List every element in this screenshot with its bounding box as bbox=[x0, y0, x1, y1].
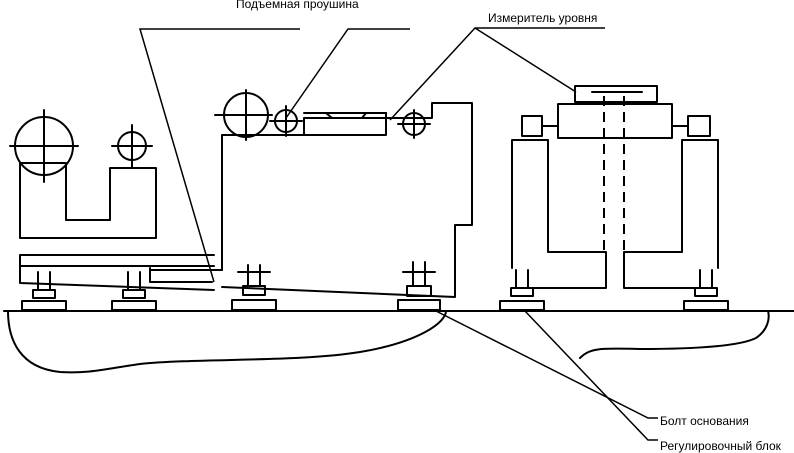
left-motor-big-wheel bbox=[9, 109, 79, 183]
central-lug-wheel bbox=[269, 105, 303, 137]
left-base-rail bbox=[19, 254, 223, 291]
foundation bbox=[3, 310, 794, 374]
label-lifting-lug: Подъемная проушина bbox=[236, 0, 359, 11]
bolt-5 bbox=[499, 269, 545, 311]
left-motor bbox=[9, 109, 157, 239]
label-level-gauge: Измеритель уровня bbox=[488, 11, 597, 25]
label-adjusting-block: Регулировочный блок bbox=[660, 439, 782, 453]
central-machine bbox=[214, 89, 473, 298]
central-big-wheel bbox=[214, 89, 273, 141]
label-foundation-bolt: Болт основания bbox=[660, 414, 749, 428]
bolt-4 bbox=[397, 261, 441, 311]
central-small-wheel bbox=[397, 109, 431, 139]
leader-lines bbox=[138, 27, 658, 441]
left-motor-small-wheel bbox=[111, 124, 153, 168]
bolt-6 bbox=[683, 269, 729, 311]
bolt-1 bbox=[21, 271, 67, 311]
right-machine bbox=[511, 85, 719, 289]
